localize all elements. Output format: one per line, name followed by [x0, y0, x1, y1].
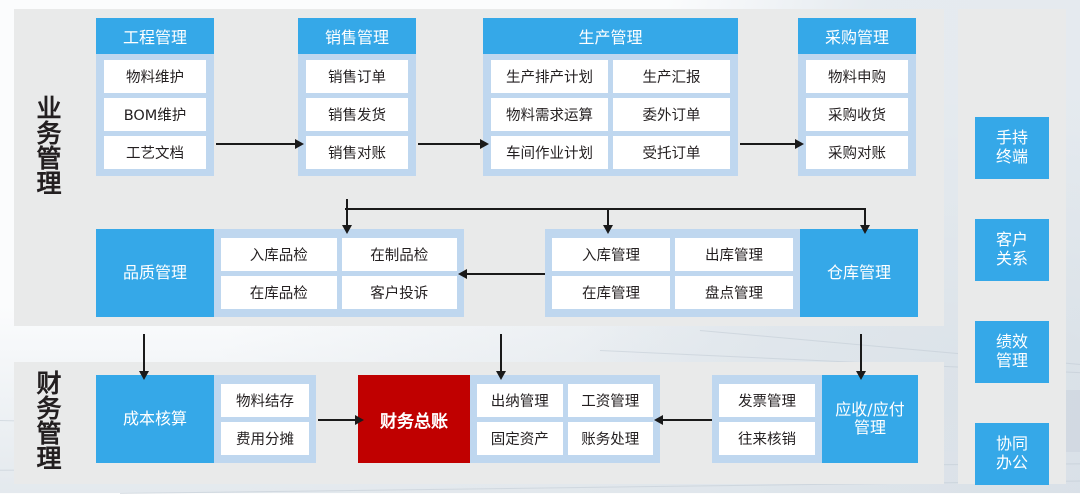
- panel-finance-label: 财务管理: [33, 370, 62, 470]
- arrow-cost-to-ledger: [355, 415, 364, 425]
- module-item[interactable]: 采购收货: [806, 98, 908, 131]
- arrow-mid-to-finance: [496, 371, 506, 380]
- module-card-title: 成本核算: [96, 375, 214, 463]
- module-card-ledger[interactable]: 财务总账: [358, 375, 470, 463]
- arrow-sales-down: [342, 225, 352, 234]
- module-card-title: 应收/应付管理: [822, 375, 918, 463]
- module-item[interactable]: 出库管理: [675, 237, 793, 271]
- module-item[interactable]: 在制品检: [341, 237, 457, 271]
- module-item[interactable]: 费用分摊: [221, 421, 309, 455]
- arrow-sales-down-line: [346, 199, 348, 226]
- module-item[interactable]: 销售订单: [306, 60, 408, 93]
- module-card-2[interactable]: 销售管理销售订单销售发货销售对账: [298, 18, 416, 176]
- arrow-production-to-purchase-line: [740, 143, 796, 145]
- module-item[interactable]: 销售发货: [306, 98, 408, 131]
- module-card-title: 采购管理: [798, 18, 916, 54]
- module-card-6[interactable]: 入库管理出库管理在库管理盘点管理仓库管理: [545, 229, 918, 317]
- module-item[interactable]: 生产排产计划: [491, 60, 608, 93]
- rail-button-2[interactable]: 客户关系: [975, 219, 1049, 281]
- arrow-warehouse-to-quality-line: [466, 273, 545, 275]
- module-card-body: 生产排产计划生产汇报物料需求运算委外订单车间作业计划受托订单: [483, 54, 738, 176]
- module-card-body: 出纳管理工资管理固定资产账务处理: [470, 375, 660, 463]
- module-card-title: 生产管理: [483, 18, 738, 54]
- arrow-purchase-down: [860, 225, 870, 234]
- module-item[interactable]: 工艺文档: [104, 136, 206, 169]
- module-item[interactable]: 发票管理: [719, 383, 815, 417]
- module-item[interactable]: 在库管理: [552, 275, 670, 309]
- arrow-quality-to-cost-line: [143, 334, 145, 372]
- arrow-engineering-to-sales-line: [216, 143, 296, 145]
- arrow-quality-to-cost: [139, 371, 149, 380]
- rail-button-3[interactable]: 绩效管理: [975, 321, 1049, 383]
- module-item[interactable]: 出纳管理: [477, 383, 563, 417]
- module-card-3[interactable]: 生产管理生产排产计划生产汇报物料需求运算委外订单车间作业计划受托订单: [483, 18, 738, 176]
- module-item[interactable]: 车间作业计划: [491, 136, 608, 169]
- module-item[interactable]: 账务处理: [567, 421, 653, 455]
- module-item[interactable]: 物料维护: [104, 60, 206, 93]
- module-item[interactable]: 委外订单: [613, 98, 730, 131]
- module-card-title: 销售管理: [298, 18, 416, 54]
- module-item[interactable]: 物料结存: [221, 383, 309, 417]
- module-item[interactable]: 采购对账: [806, 136, 908, 169]
- module-card-8[interactable]: 出纳管理工资管理固定资产账务处理: [470, 375, 660, 463]
- rail-button-4[interactable]: 协同办公: [975, 423, 1049, 485]
- module-card-body: 物料申购采购收货采购对账: [798, 54, 916, 176]
- arrow-cost-to-ledger-line: [318, 419, 356, 421]
- module-item[interactable]: 物料需求运算: [491, 98, 608, 131]
- arrow-engineering-to-sales: [295, 139, 304, 149]
- module-card-7[interactable]: 成本核算物料结存费用分摊: [96, 375, 316, 463]
- module-item[interactable]: 入库管理: [552, 237, 670, 271]
- module-item[interactable]: 往来核销: [719, 421, 815, 455]
- arrow-warehouse-to-ar-ap: [856, 371, 866, 380]
- arrow-sales-to-production: [480, 139, 489, 149]
- module-card-body: 入库品检在制品检在库品检客户投诉: [214, 229, 464, 317]
- arrow-purchase-down-line: [864, 208, 866, 226]
- rail-button-1[interactable]: 手持终端: [975, 117, 1049, 179]
- module-card-title: 仓库管理: [800, 229, 918, 317]
- module-card-title: 工程管理: [96, 18, 214, 54]
- module-item[interactable]: 工资管理: [567, 383, 653, 417]
- panel-business-label: 业务管理: [33, 95, 62, 195]
- module-card-1[interactable]: 工程管理物料维护 BOM维护工艺文档: [96, 18, 214, 176]
- rail-title: 集成应用: [958, 24, 1080, 76]
- module-card-body: 发票管理往来核销: [712, 375, 822, 463]
- module-item[interactable]: 客户投诉: [341, 275, 457, 309]
- arrow-warehouse-to-quality: [458, 269, 467, 279]
- module-card-body: 销售订单销售发货销售对账: [298, 54, 416, 176]
- arrow-ar-ap-to-ledger-items: [654, 415, 663, 425]
- module-card-title: 品质管理: [96, 229, 214, 317]
- module-item[interactable]: 生产汇报: [613, 60, 730, 93]
- arrow-warehouse-to-ar-ap-line: [860, 334, 862, 372]
- module-item[interactable]: 入库品检: [221, 237, 337, 271]
- module-item[interactable]: 物料申购: [806, 60, 908, 93]
- arrow-mid-to-finance-line: [500, 334, 502, 372]
- module-card-body: 物料结存费用分摊: [214, 375, 316, 463]
- arrow-production-down-line: [607, 208, 609, 226]
- module-item[interactable]: 受托订单: [613, 136, 730, 169]
- module-card-4[interactable]: 采购管理物料申购采购收货采购对账: [798, 18, 916, 176]
- arrow-production-to-purchase: [795, 139, 804, 149]
- module-item[interactable]: 固定资产: [477, 421, 563, 455]
- arrow-production-down: [603, 225, 613, 234]
- module-item[interactable]: 在库品检: [221, 275, 337, 309]
- module-card-5[interactable]: 品质管理入库品检在制品检在库品检客户投诉: [96, 229, 464, 317]
- arrow-ar-ap-to-ledger-items-line: [662, 419, 712, 421]
- arrow-sales-to-production-line: [418, 143, 481, 145]
- module-card-9[interactable]: 发票管理往来核销应收/应付管理: [712, 375, 918, 463]
- module-item[interactable]: BOM维护: [104, 98, 206, 131]
- module-item[interactable]: 盘点管理: [675, 275, 793, 309]
- module-card-body: 物料维护 BOM维护工艺文档: [96, 54, 214, 176]
- module-item[interactable]: 销售对账: [306, 136, 408, 169]
- module-card-body: 入库管理出库管理在库管理盘点管理: [545, 229, 800, 317]
- bus-line-row2: [345, 208, 865, 210]
